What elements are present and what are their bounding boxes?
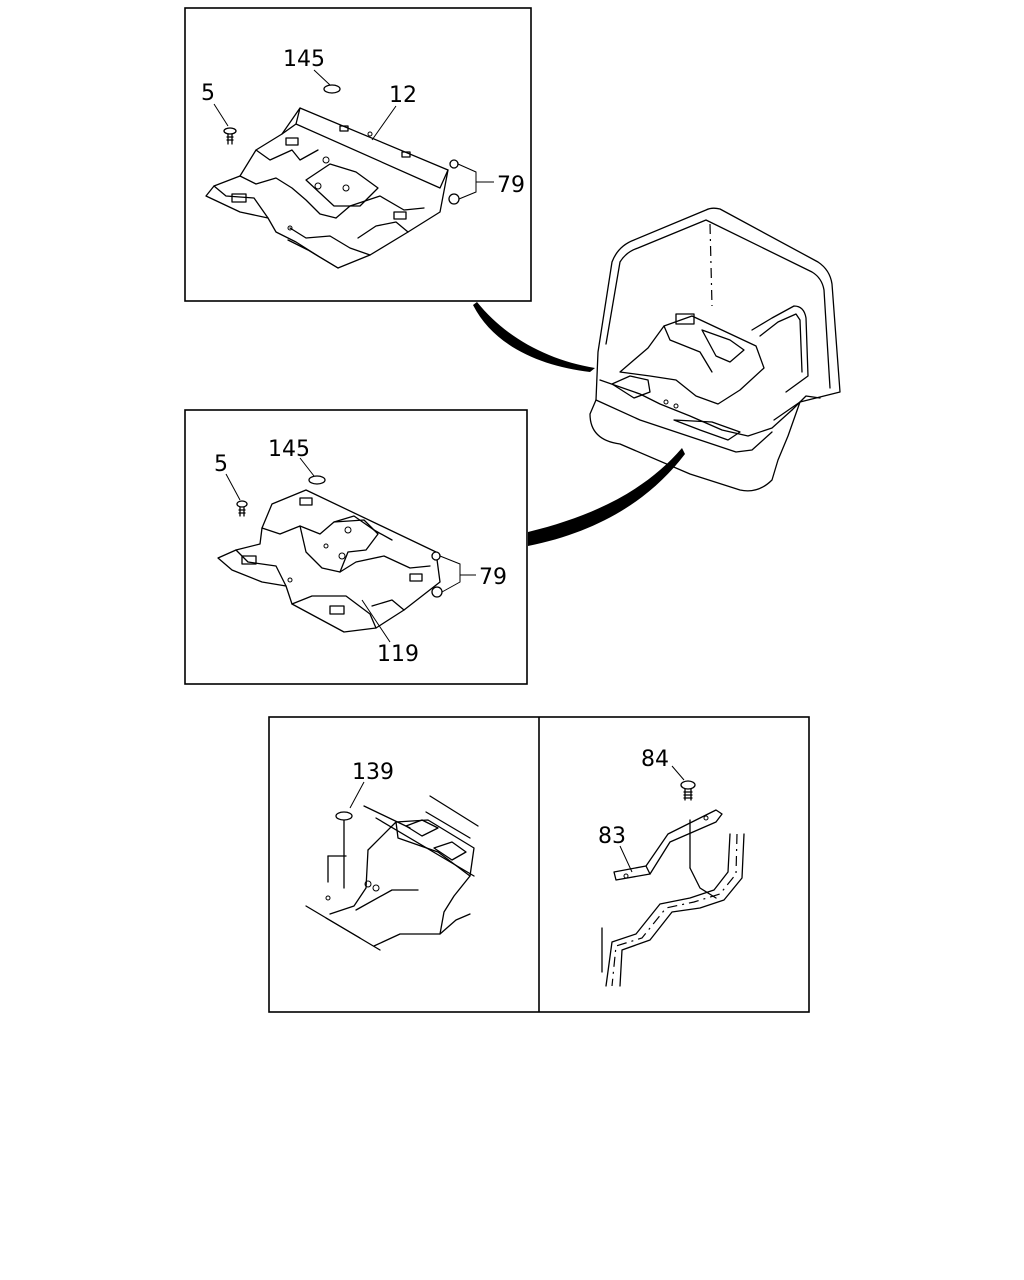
callout-139: 139 [352,760,394,785]
plug-139-detail-drawing [305,781,479,951]
bracket-83-detail-drawing [601,809,745,987]
plug-145-icon [299,457,326,485]
leader-12 [371,105,397,141]
connector-middle [528,448,685,546]
callout-119: 119 [377,642,419,667]
bolt-5-icon [213,103,237,145]
callout-5-top: 5 [201,81,215,106]
top-panel-frame [184,7,532,302]
top-detail-panel: 5 145 12 79 [184,7,532,302]
leader-119 [361,599,391,643]
callout-5-middle: 5 [214,452,228,477]
plug-145-icon [313,69,341,94]
floor-panel-119-drawing [217,489,441,633]
callout-145-middle: 145 [268,437,310,462]
middle-detail-panel: 5 145 79 119 [184,409,528,685]
leader-83 [619,845,633,873]
callout-83: 83 [598,824,626,849]
clip-79-icon [431,551,476,598]
callout-145-top: 145 [283,47,325,72]
floor-panel-12-drawing [205,107,449,269]
callout-79-middle: 79 [479,565,507,590]
callout-84: 84 [641,747,669,772]
bolt-5-icon [225,473,248,517]
plug-139-icon [335,811,353,821]
lower-detail-panels: 139 84 83 [268,716,810,1013]
clip-79-icon [448,159,494,205]
callout-79-top: 79 [497,173,525,198]
callout-12: 12 [389,83,417,108]
cab-overview-drawing [589,207,841,492]
connector-top [473,302,595,372]
bolt-84-icon [671,765,696,801]
middle-panel-frame [184,409,528,685]
